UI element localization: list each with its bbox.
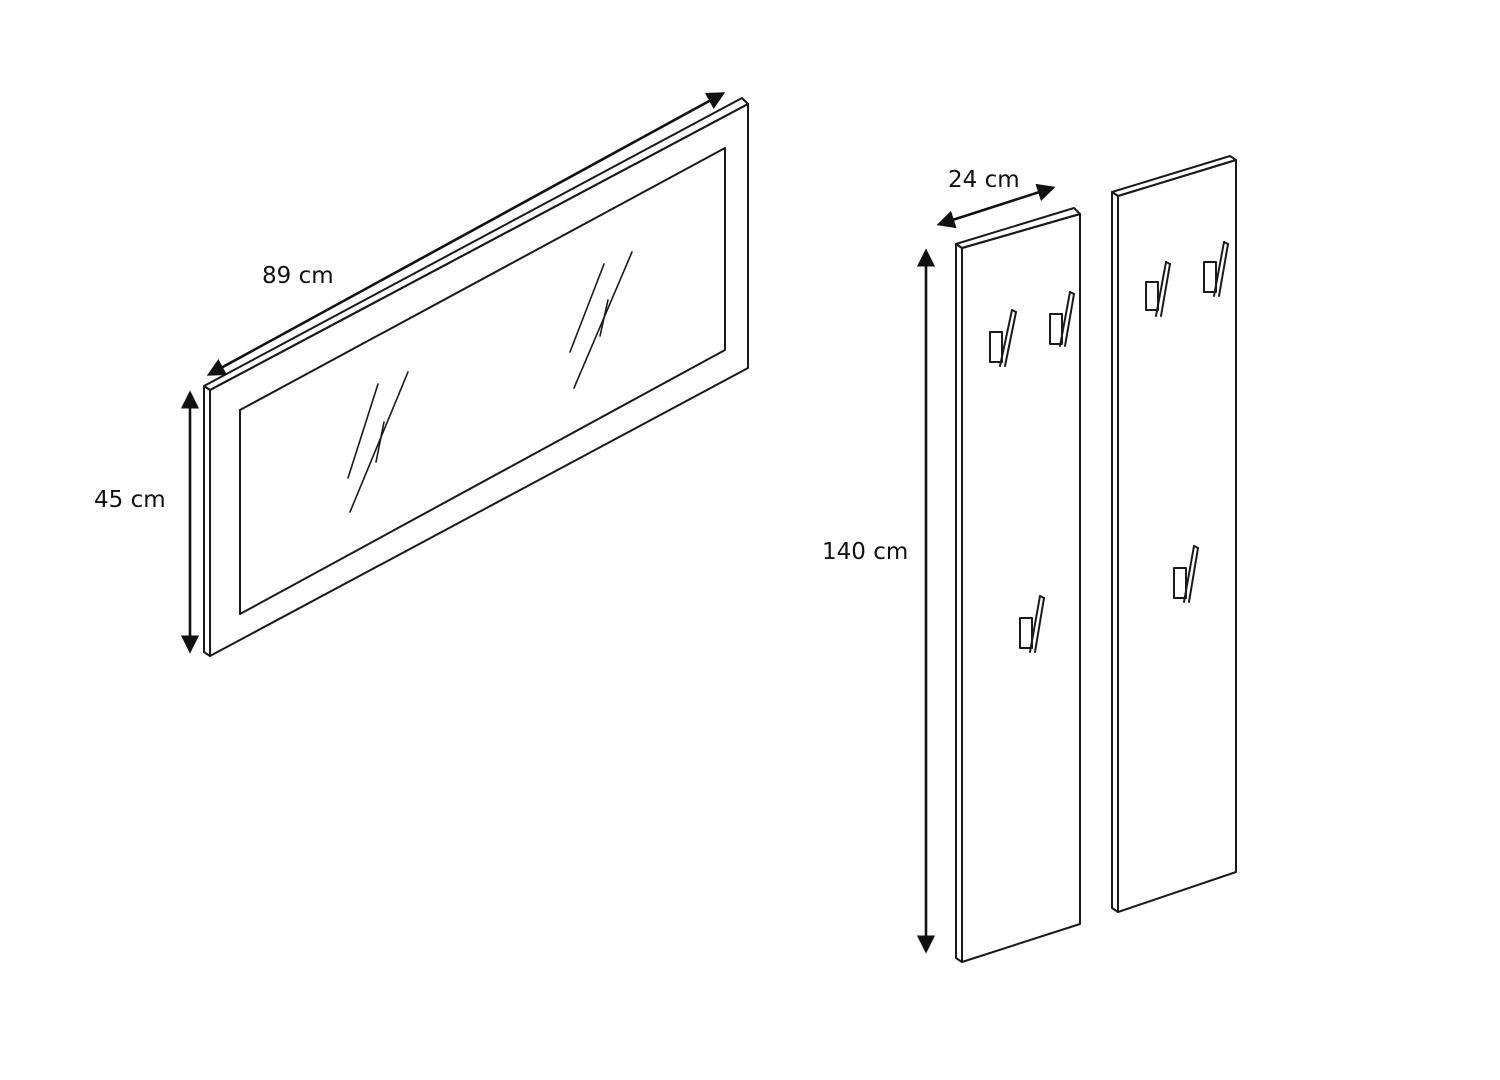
- mirror-width-label: 89 cm: [262, 263, 334, 289]
- mirror-glass: [239, 147, 726, 615]
- coat-hook: [1145, 261, 1171, 317]
- mirror-height-label: 45 cm: [94, 487, 166, 513]
- mirror-reflection-streaks: [347, 251, 633, 513]
- mirror-width-arrow: [206, 92, 726, 376]
- panel-width-label: 24 cm: [948, 167, 1020, 193]
- wall-mirror: [203, 97, 749, 657]
- panel-left-side-edge: [955, 243, 963, 963]
- mirror-frame-top-edge: [203, 97, 749, 391]
- panel-width-arrow: [936, 183, 1056, 229]
- coat-hook: [1203, 241, 1229, 297]
- panel-height-label: 140 cm: [822, 539, 908, 565]
- coat-panel-right: [1111, 155, 1237, 913]
- mirror-frame-side-edge: [203, 385, 211, 657]
- coat-hook: [989, 309, 1017, 367]
- coat-hook: [1173, 545, 1199, 603]
- coat-hook: [1019, 595, 1045, 653]
- panel-right-top-edge: [1111, 155, 1237, 197]
- coat-panel-left: [955, 207, 1081, 963]
- coat-hook: [1049, 291, 1075, 347]
- mirror-frame-front: [209, 103, 749, 657]
- panel-right-side-edge: [1111, 191, 1119, 913]
